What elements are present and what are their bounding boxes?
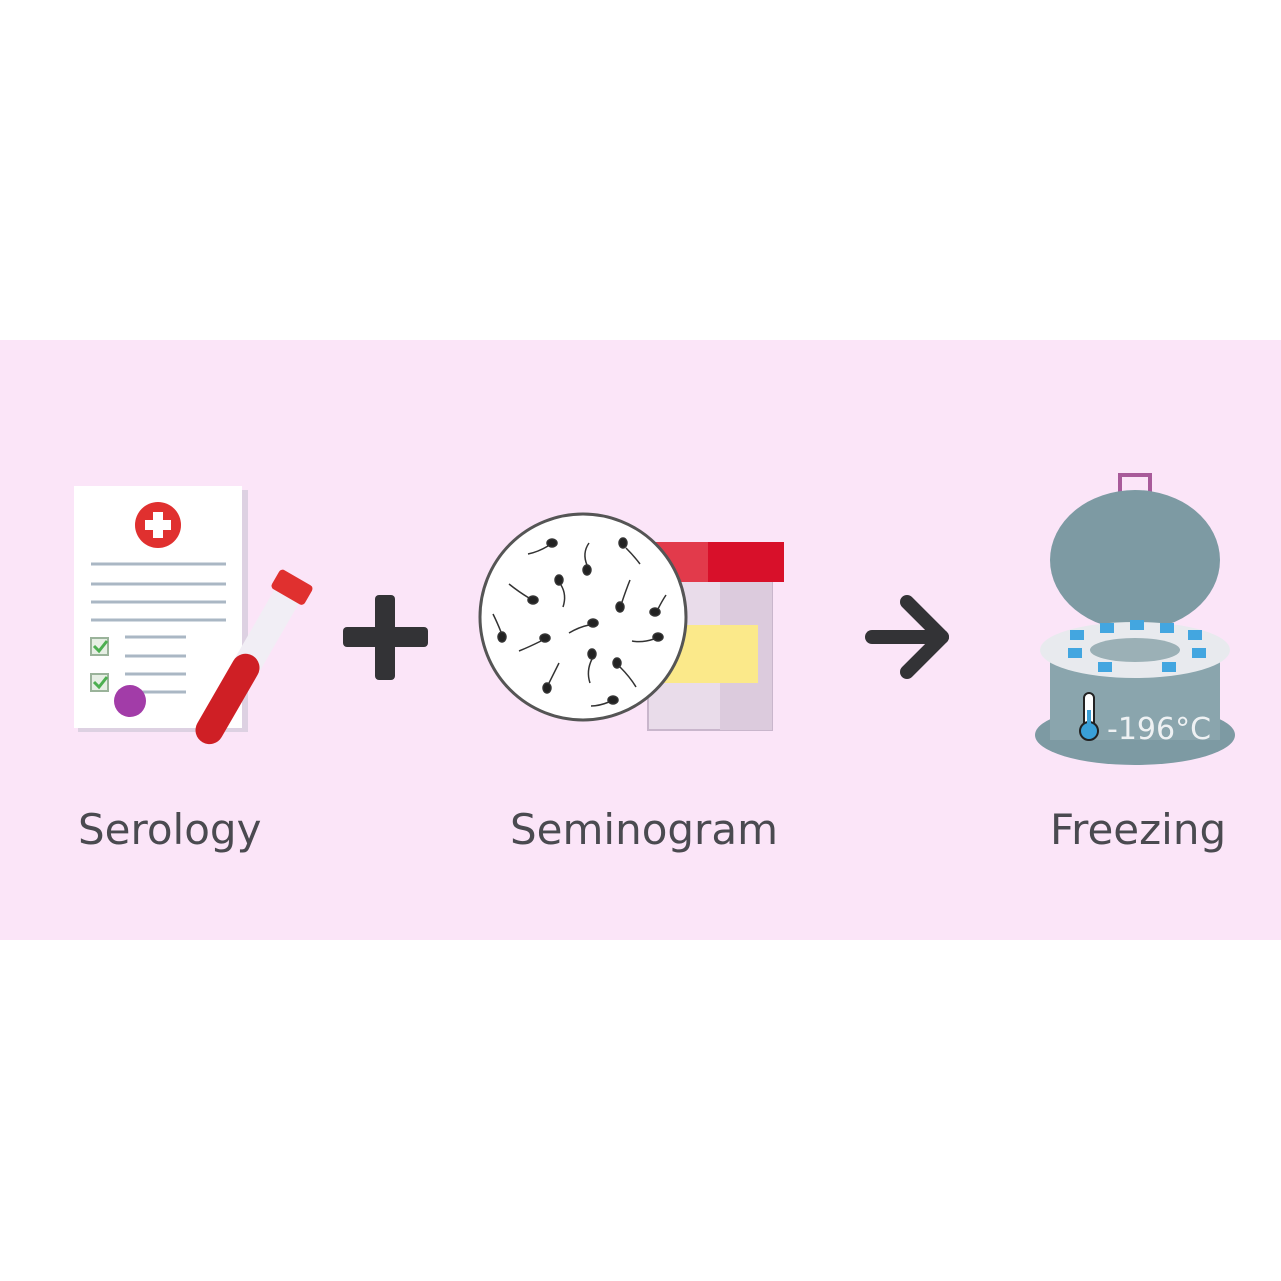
step-label-serology: Serology xyxy=(78,805,262,854)
arrow-right-icon xyxy=(865,595,949,679)
medical-report-blood-tube-icon xyxy=(74,486,313,745)
sperm-sample-icon xyxy=(478,512,784,731)
step-label-seminogram: Seminogram xyxy=(510,805,778,854)
plus-icon xyxy=(343,595,428,680)
step-label-freezing: Freezing xyxy=(1050,805,1227,854)
thermometer-icon xyxy=(1079,692,1099,741)
sperm-cells xyxy=(492,537,667,707)
cryo-tank-icon: -196°C xyxy=(1035,473,1235,765)
freezer-temperature: -196°C xyxy=(1107,712,1211,747)
